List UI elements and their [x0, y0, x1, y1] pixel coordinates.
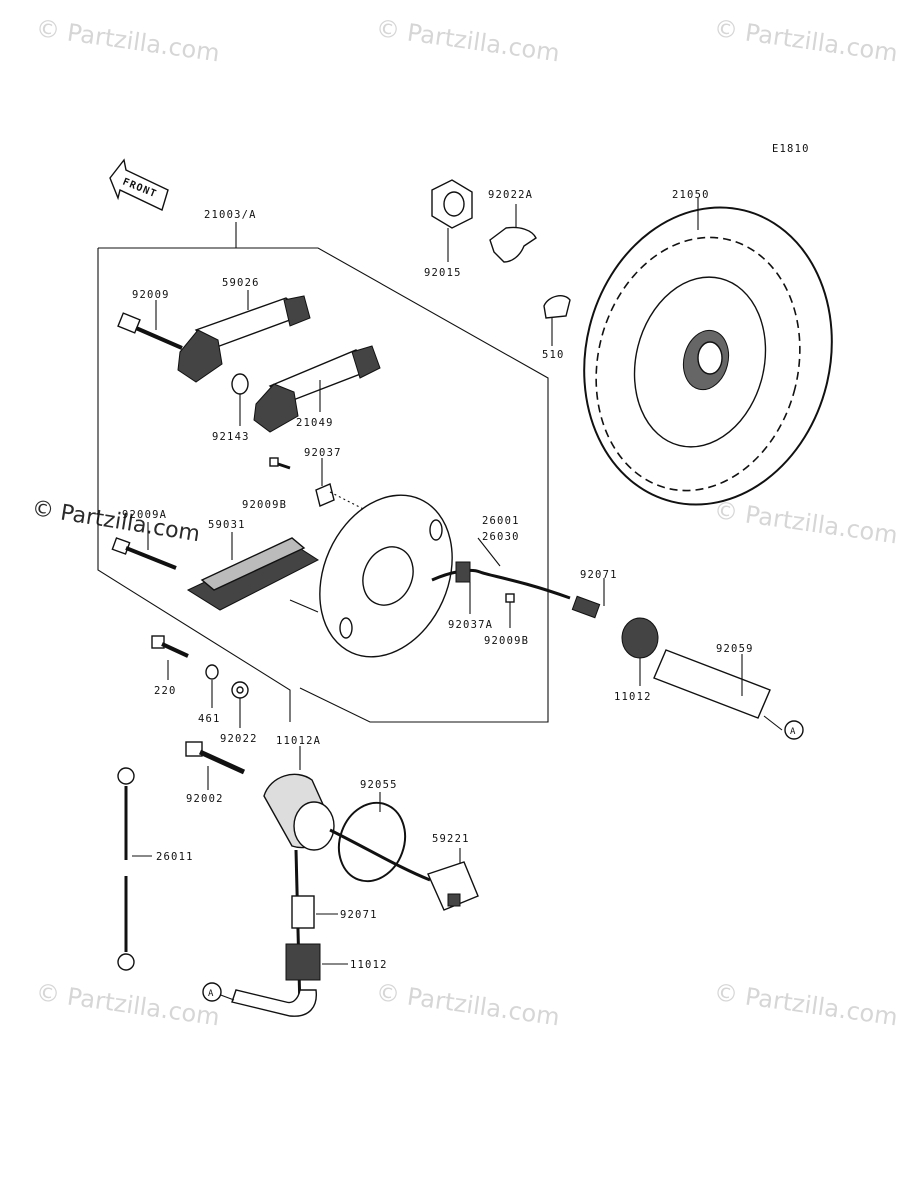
label-59221: 59221	[432, 833, 470, 845]
label-92055: 92055	[360, 779, 398, 791]
label-92002: 92002	[186, 793, 224, 805]
label-92009B-b: 92009B	[484, 635, 529, 647]
collar-92143	[231, 373, 249, 426]
stator-plate-26001	[319, 494, 571, 658]
assembly-outline	[97, 222, 549, 723]
regulator-59031	[186, 532, 320, 611]
connector-ref-a-left: A	[208, 989, 215, 999]
bolt-220	[151, 635, 189, 680]
label-59026: 59026	[222, 277, 260, 289]
boot-11012	[621, 617, 659, 686]
label-92009B-a: 92009B	[242, 499, 287, 511]
bolt-92002	[185, 741, 246, 790]
label-59031: 59031	[208, 519, 246, 531]
rectifier-59026	[177, 290, 311, 383]
label-92022A: 92022A	[488, 189, 533, 201]
drawing-code: E1810	[772, 143, 810, 155]
screw-92009B	[269, 457, 291, 470]
label-26011: 26011	[156, 851, 194, 863]
tube-lower	[202, 982, 317, 1017]
grommet-92071	[571, 578, 605, 619]
label-92037A: 92037A	[448, 619, 493, 631]
label-220: 220	[154, 685, 177, 697]
front-arrow-icon: FRONT	[109, 158, 169, 211]
label-510: 510	[542, 349, 565, 361]
label-92059: 92059	[716, 643, 754, 655]
label-92143: 92143	[212, 431, 250, 443]
label-92022: 92022	[220, 733, 258, 745]
bolt-92009A	[111, 522, 177, 570]
nut-92015	[431, 179, 473, 262]
label-11012A: 11012A	[276, 735, 321, 747]
label-11012-b: 11012	[350, 959, 388, 971]
label-92071-a: 92071	[580, 569, 618, 581]
label-11012-a: 11012	[614, 691, 652, 703]
label-92071-b: 92071	[340, 909, 378, 921]
cover-11012A	[263, 746, 335, 851]
label-92009A: 92009A	[122, 509, 167, 521]
rectifier-21049	[253, 345, 381, 433]
label-21049: 21049	[296, 417, 334, 429]
label-92037: 92037	[304, 447, 342, 459]
label-21003A: 21003/A	[204, 209, 257, 221]
label-21050: 21050	[672, 189, 710, 201]
washer-92022A	[489, 204, 537, 263]
tube-92059	[653, 649, 804, 740]
label-26001: 26001	[482, 515, 520, 527]
grommet-92071-lower	[291, 849, 338, 1011]
label-461: 461	[198, 713, 221, 725]
flywheel-21050	[583, 198, 833, 506]
label-26030: 26030	[482, 531, 520, 543]
key-510	[543, 295, 571, 346]
ground-wire-26011	[117, 767, 152, 971]
label-92009: 92009	[132, 289, 170, 301]
o-ring-92055	[337, 792, 407, 883]
washer-461	[205, 664, 219, 708]
connector-59221	[329, 828, 479, 911]
washer-92022	[231, 681, 249, 728]
bolt-92009	[117, 300, 183, 350]
label-92015: 92015	[424, 267, 462, 279]
boot-11012-lower	[285, 943, 348, 981]
connector-ref-a-right: A	[790, 727, 797, 737]
